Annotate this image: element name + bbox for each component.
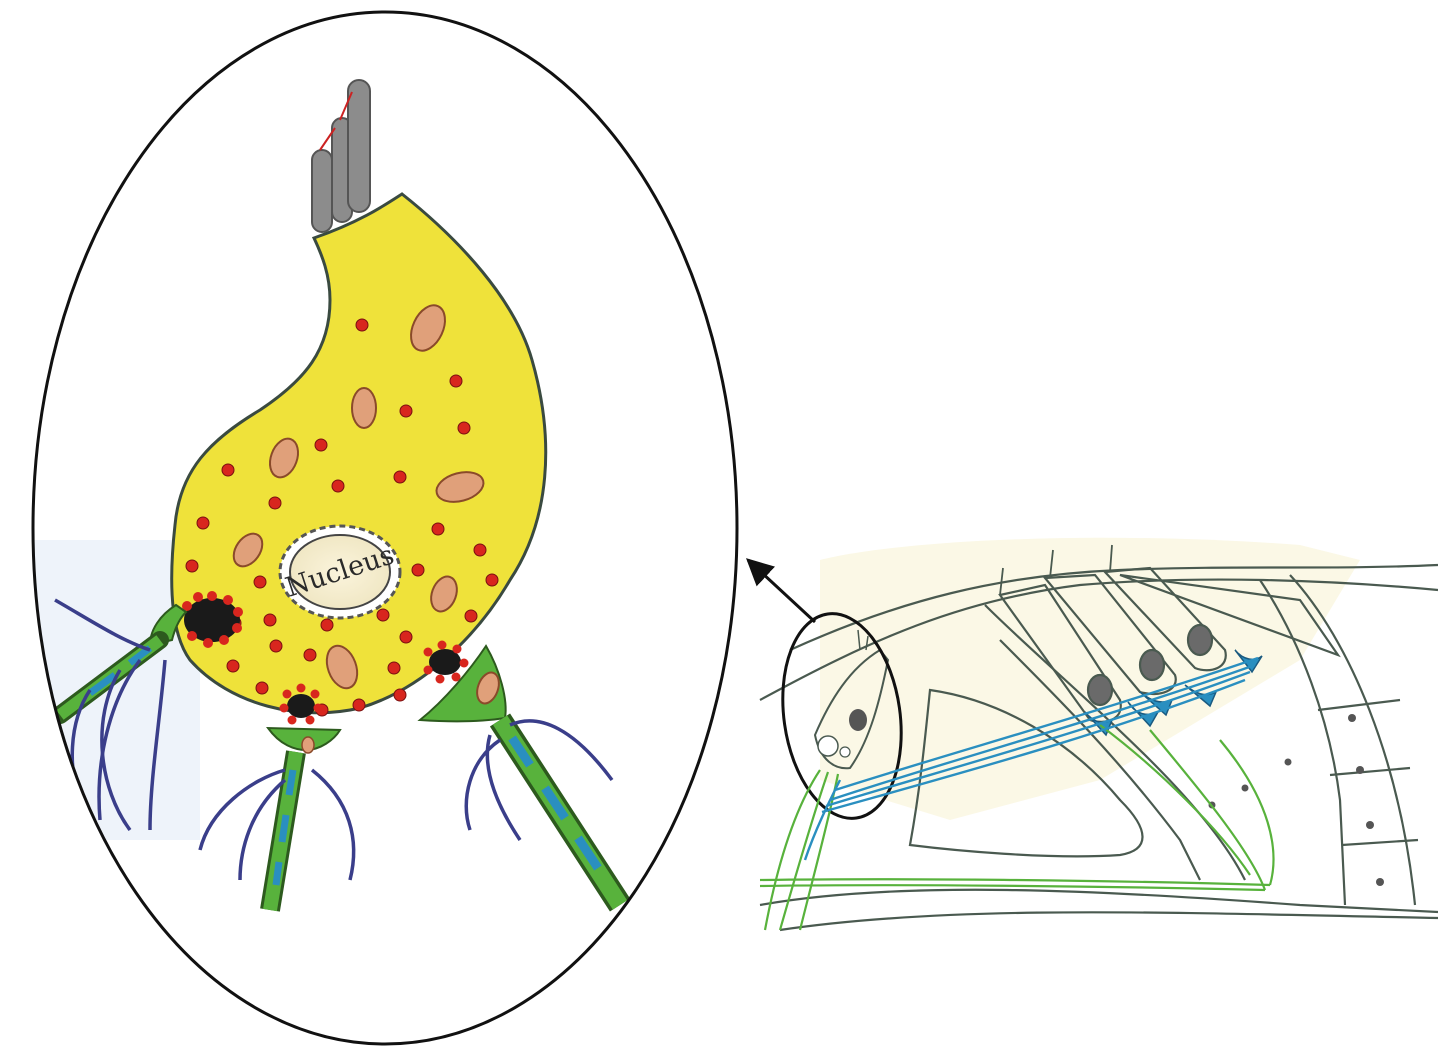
stereocilia-bundle bbox=[312, 80, 370, 232]
basilar-outline bbox=[780, 912, 1438, 930]
vesicle bbox=[388, 662, 400, 674]
cell-nucleus bbox=[1242, 785, 1249, 792]
vesicle bbox=[315, 439, 327, 451]
vesicle bbox=[264, 614, 276, 626]
vesicle bbox=[353, 699, 365, 711]
vesicle bbox=[256, 682, 268, 694]
vesicle bbox=[400, 631, 412, 643]
myelin-segment bbox=[512, 738, 598, 868]
vesicle bbox=[321, 619, 333, 631]
vesicle bbox=[356, 319, 368, 331]
vesicle bbox=[377, 609, 389, 621]
vesicle bbox=[269, 497, 281, 509]
cell-nucleus bbox=[1356, 766, 1364, 774]
vesicle bbox=[304, 649, 316, 661]
efferent-fiber bbox=[312, 770, 354, 880]
vesicle bbox=[186, 560, 198, 572]
vesicle bbox=[197, 517, 209, 529]
cell-nucleus bbox=[1366, 821, 1374, 829]
magnified-view: Nucleus bbox=[30, 12, 737, 1044]
vesicle bbox=[394, 689, 406, 701]
cell-nucleus bbox=[1376, 878, 1384, 886]
stereocilium bbox=[348, 80, 370, 212]
vesicle bbox=[465, 610, 477, 622]
stereocilium bbox=[312, 150, 332, 232]
vesicle bbox=[332, 480, 344, 492]
cell-nucleus bbox=[1348, 714, 1356, 722]
ribbon-synapse bbox=[280, 684, 323, 725]
vesicle bbox=[412, 564, 424, 576]
vesicle bbox=[400, 405, 412, 417]
nucleus: Nucleus bbox=[280, 526, 400, 618]
basilar-membrane bbox=[760, 890, 1438, 912]
cell-nucleus bbox=[1285, 759, 1292, 766]
vesicle bbox=[222, 464, 234, 476]
vesicle bbox=[474, 544, 486, 556]
efferent-fiber bbox=[466, 740, 500, 830]
mitochondrion bbox=[352, 388, 376, 428]
organ-of-corti bbox=[760, 538, 1438, 930]
mitochondrion bbox=[302, 737, 314, 753]
vesicle bbox=[394, 471, 406, 483]
vesicle bbox=[227, 660, 239, 672]
arrow-icon bbox=[748, 560, 815, 622]
vesicle bbox=[254, 576, 266, 588]
vesicle bbox=[458, 422, 470, 434]
vesicle bbox=[270, 640, 282, 652]
vesicle bbox=[450, 375, 462, 387]
vesicle bbox=[432, 523, 444, 535]
vesicle bbox=[486, 574, 498, 586]
